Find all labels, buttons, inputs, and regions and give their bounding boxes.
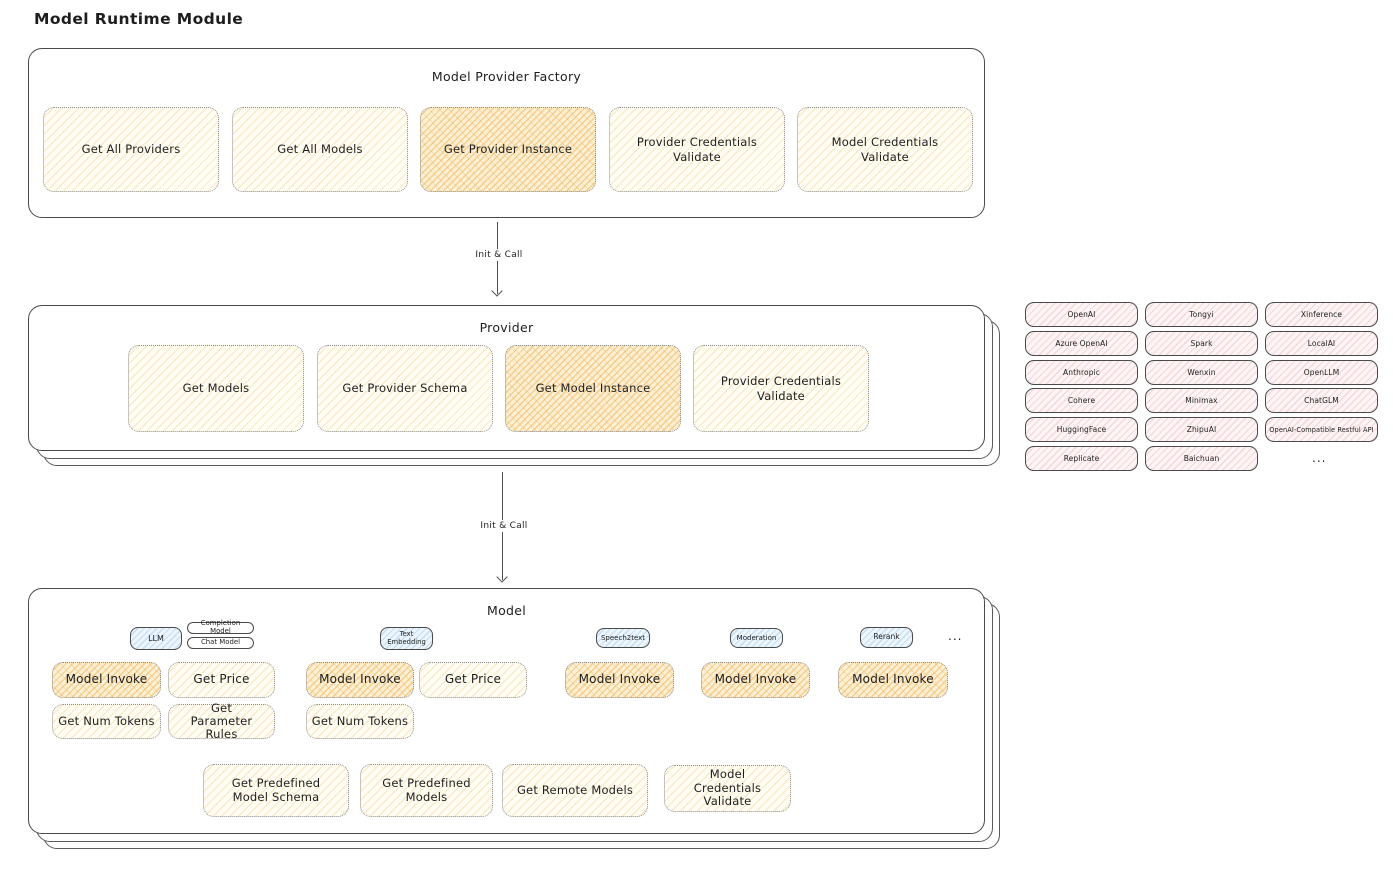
node-model-invoke-speech2text: Model Invoke bbox=[565, 662, 674, 698]
model-types-ellipsis: ... bbox=[948, 629, 963, 643]
provider-chip-azure-openai: Azure OpenAI bbox=[1025, 331, 1138, 356]
provider-chip-anthropic: Anthropic bbox=[1025, 360, 1138, 385]
arrow-label-init-call-2: Init & Call bbox=[475, 520, 533, 532]
node-get-price-text-embedding: Get Price bbox=[419, 662, 527, 698]
pill-completion-model: Completion Model bbox=[187, 619, 254, 635]
model-title: Model bbox=[486, 603, 527, 618]
provider-chip-localai: LocalAI bbox=[1265, 331, 1378, 356]
node-get-parameter-rules: Get Parameter Rules bbox=[168, 701, 275, 741]
provider-chip-wenxin: Wenxin bbox=[1145, 360, 1258, 385]
node-model-credentials-validate-model: Model Credentials Validate bbox=[664, 765, 791, 812]
provider-chip-baichuan: Baichuan bbox=[1145, 446, 1258, 471]
node-get-models: Get Models bbox=[128, 345, 304, 432]
provider-chip-chatglm: ChatGLM bbox=[1265, 388, 1378, 413]
pill-text-embedding: Text Embedding bbox=[380, 627, 433, 650]
node-get-all-models: Get All Models bbox=[232, 107, 408, 192]
provider-chip-huggingface: HuggingFace bbox=[1025, 417, 1138, 442]
factory-title: Model Provider Factory bbox=[431, 69, 582, 84]
node-model-invoke-llm: Model Invoke bbox=[52, 662, 161, 698]
provider-chip-spark: Spark bbox=[1145, 331, 1258, 356]
node-provider-credentials-validate-factory: Provider Credentials Validate bbox=[609, 107, 785, 192]
pill-chat-model: Chat Model bbox=[187, 637, 254, 649]
provider-chip-openllm: OpenLLM bbox=[1265, 360, 1378, 385]
pill-rerank: Rerank bbox=[860, 627, 913, 648]
provider-chip-tongyi: Tongyi bbox=[1145, 302, 1258, 327]
provider-chip-openai-compatible: OpenAI-Compatible Restful API bbox=[1265, 417, 1378, 442]
node-get-all-providers: Get All Providers bbox=[43, 107, 219, 192]
node-model-credentials-validate-factory: Model Credentials Validate bbox=[797, 107, 973, 192]
node-get-provider-schema: Get Provider Schema bbox=[317, 345, 493, 432]
provider-title: Provider bbox=[479, 320, 534, 335]
provider-chip-openai: OpenAI bbox=[1025, 302, 1138, 327]
pill-moderation: Moderation bbox=[730, 628, 783, 648]
provider-list-ellipsis: ... bbox=[1312, 451, 1327, 465]
node-model-invoke-moderation: Model Invoke bbox=[701, 662, 810, 698]
node-provider-credentials-validate-provider: Provider Credentials Validate bbox=[693, 345, 869, 432]
node-model-invoke-rerank: Model Invoke bbox=[838, 662, 948, 698]
node-get-provider-instance: Get Provider Instance bbox=[420, 107, 596, 192]
node-model-invoke-text-embedding: Model Invoke bbox=[306, 662, 414, 698]
node-get-price-llm: Get Price bbox=[168, 662, 275, 698]
node-get-num-tokens-text-embedding: Get Num Tokens bbox=[306, 704, 414, 739]
node-get-predefined-models: Get Predefined Models bbox=[360, 764, 493, 817]
provider-chip-xinference: Xinference bbox=[1265, 302, 1378, 327]
pill-speech2text: Speech2text bbox=[596, 628, 650, 648]
provider-chip-zhipuai: ZhipuAI bbox=[1145, 417, 1258, 442]
arrow-label-init-call-1: Init & Call bbox=[470, 249, 528, 261]
provider-chip-minimax: Minimax bbox=[1145, 388, 1258, 413]
node-get-remote-models: Get Remote Models bbox=[502, 764, 648, 817]
node-get-predefined-model-schema: Get Predefined Model Schema bbox=[203, 764, 349, 817]
diagram-title: Model Runtime Module bbox=[34, 10, 244, 28]
node-get-num-tokens-llm: Get Num Tokens bbox=[52, 704, 161, 739]
provider-chip-cohere: Cohere bbox=[1025, 388, 1138, 413]
pill-llm: LLM bbox=[130, 627, 182, 650]
node-get-model-instance: Get Model Instance bbox=[505, 345, 681, 432]
provider-chip-replicate: Replicate bbox=[1025, 446, 1138, 471]
